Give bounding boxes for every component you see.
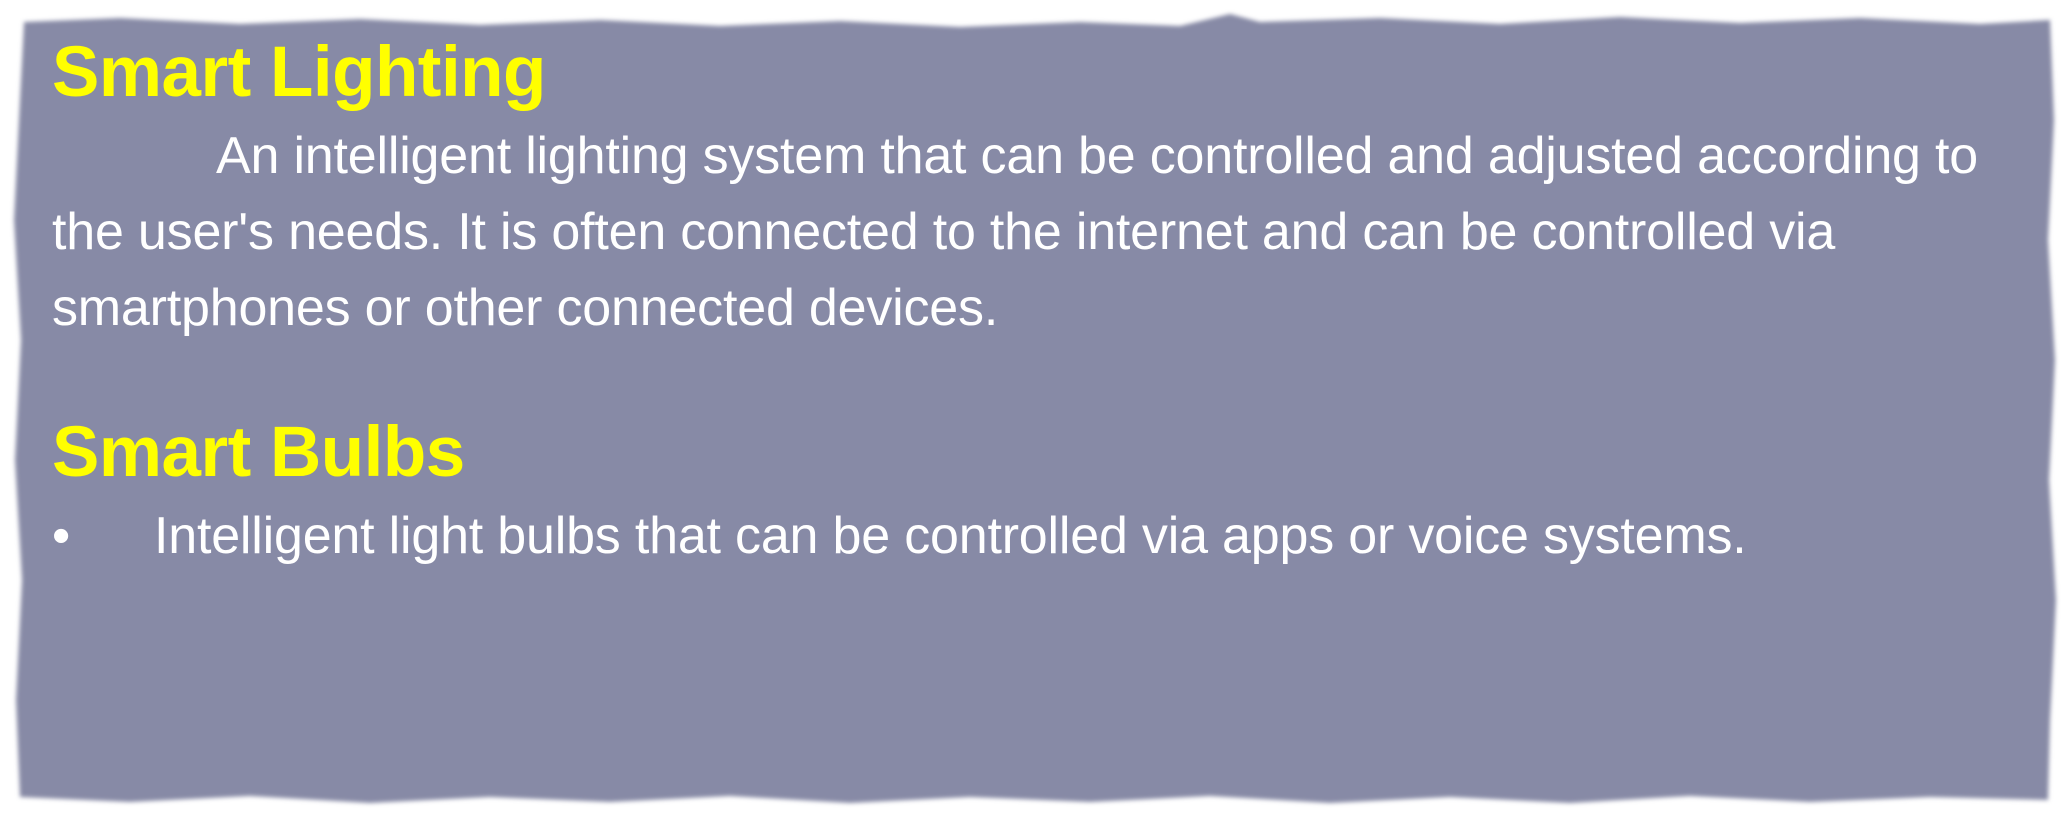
smart-lighting-description: An intelligent lighting system that can … (52, 127, 1978, 337)
content-area: Smart Lighting An intelligent lighting s… (52, 28, 2012, 574)
list-item: • Intelligent light bulbs that can be co… (52, 498, 2012, 574)
smart-bulbs-list: • Intelligent light bulbs that can be co… (52, 498, 2012, 574)
heading-smart-lighting: Smart Lighting (52, 33, 546, 112)
bullet-icon: • (52, 507, 71, 565)
bullet-text: Intelligent light bulbs that can be cont… (154, 507, 1747, 565)
heading-smart-bulbs: Smart Bulbs (52, 413, 465, 492)
